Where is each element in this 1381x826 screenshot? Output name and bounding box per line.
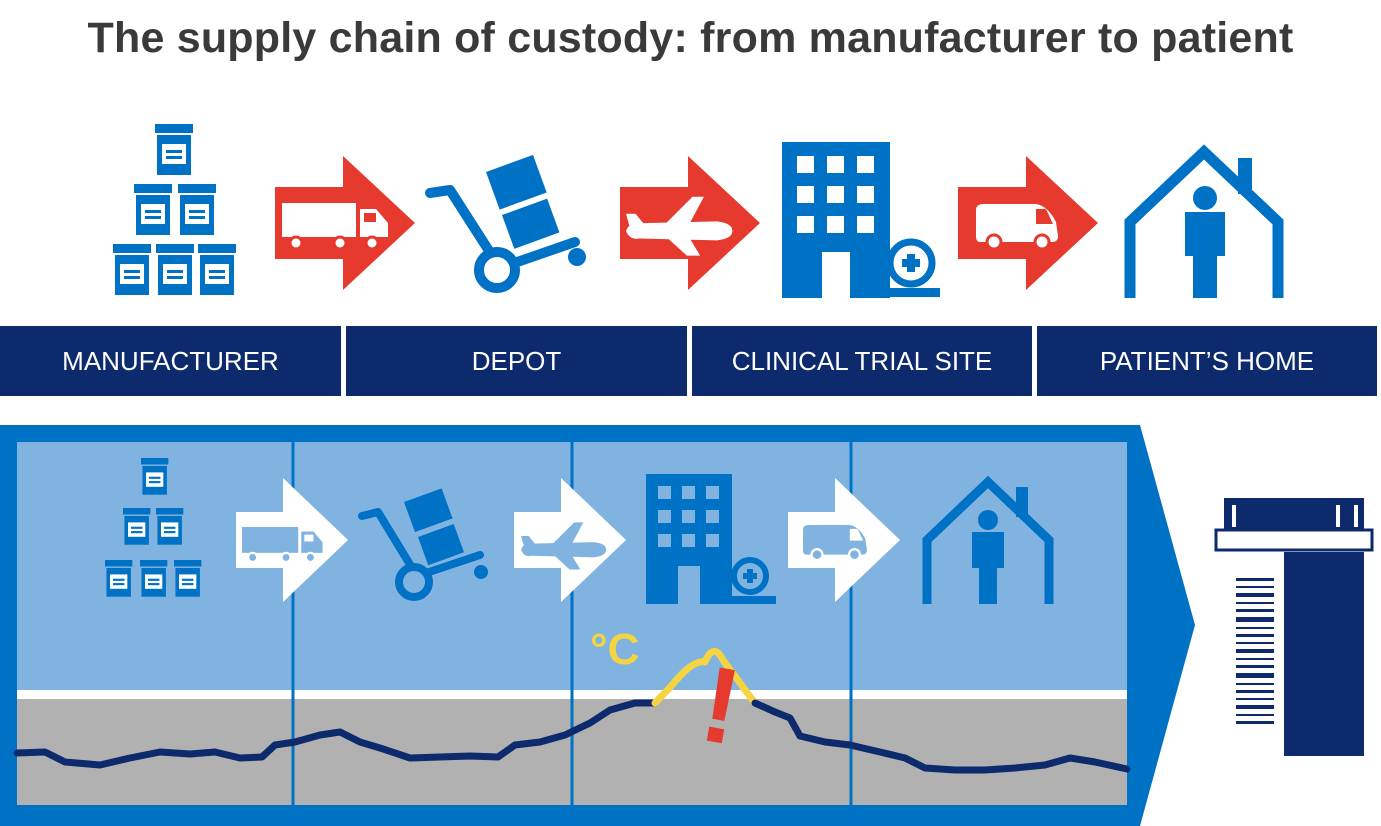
arrow-van-icon [958,156,1098,290]
arrow-airplane-icon [620,156,760,290]
white-arrow-airplane-icon [514,478,626,602]
hospital-small-icon [646,474,776,604]
stage-label-depot: DEPOT [346,326,687,396]
home-small-icon [922,475,1054,604]
hand-truck-icon [425,154,586,293]
home-icon [1124,144,1284,298]
white-arrow-truck-icon [236,478,348,602]
medicine-bottle-barcode-icon [1214,498,1374,756]
temperature-line [13,699,659,769]
stage-label-manufacturer: MANUFACTURER [0,326,341,396]
arrow-truck-icon [275,156,415,290]
page-title: The supply chain of custody: from manufa… [87,14,1294,62]
temperature-excursion-line [651,647,759,707]
pill-bottles-icon [113,124,236,295]
stage-label-patients-home: PATIENT’S HOME [1037,326,1377,396]
temperature-symbol: °C [590,625,639,674]
hospital-icon [782,142,940,298]
hand-truck-small-icon [358,488,488,601]
white-arrow-van-icon [788,478,900,602]
stage-label-clinical-trial-site: CLINICAL TRIAL SITE [692,326,1032,396]
